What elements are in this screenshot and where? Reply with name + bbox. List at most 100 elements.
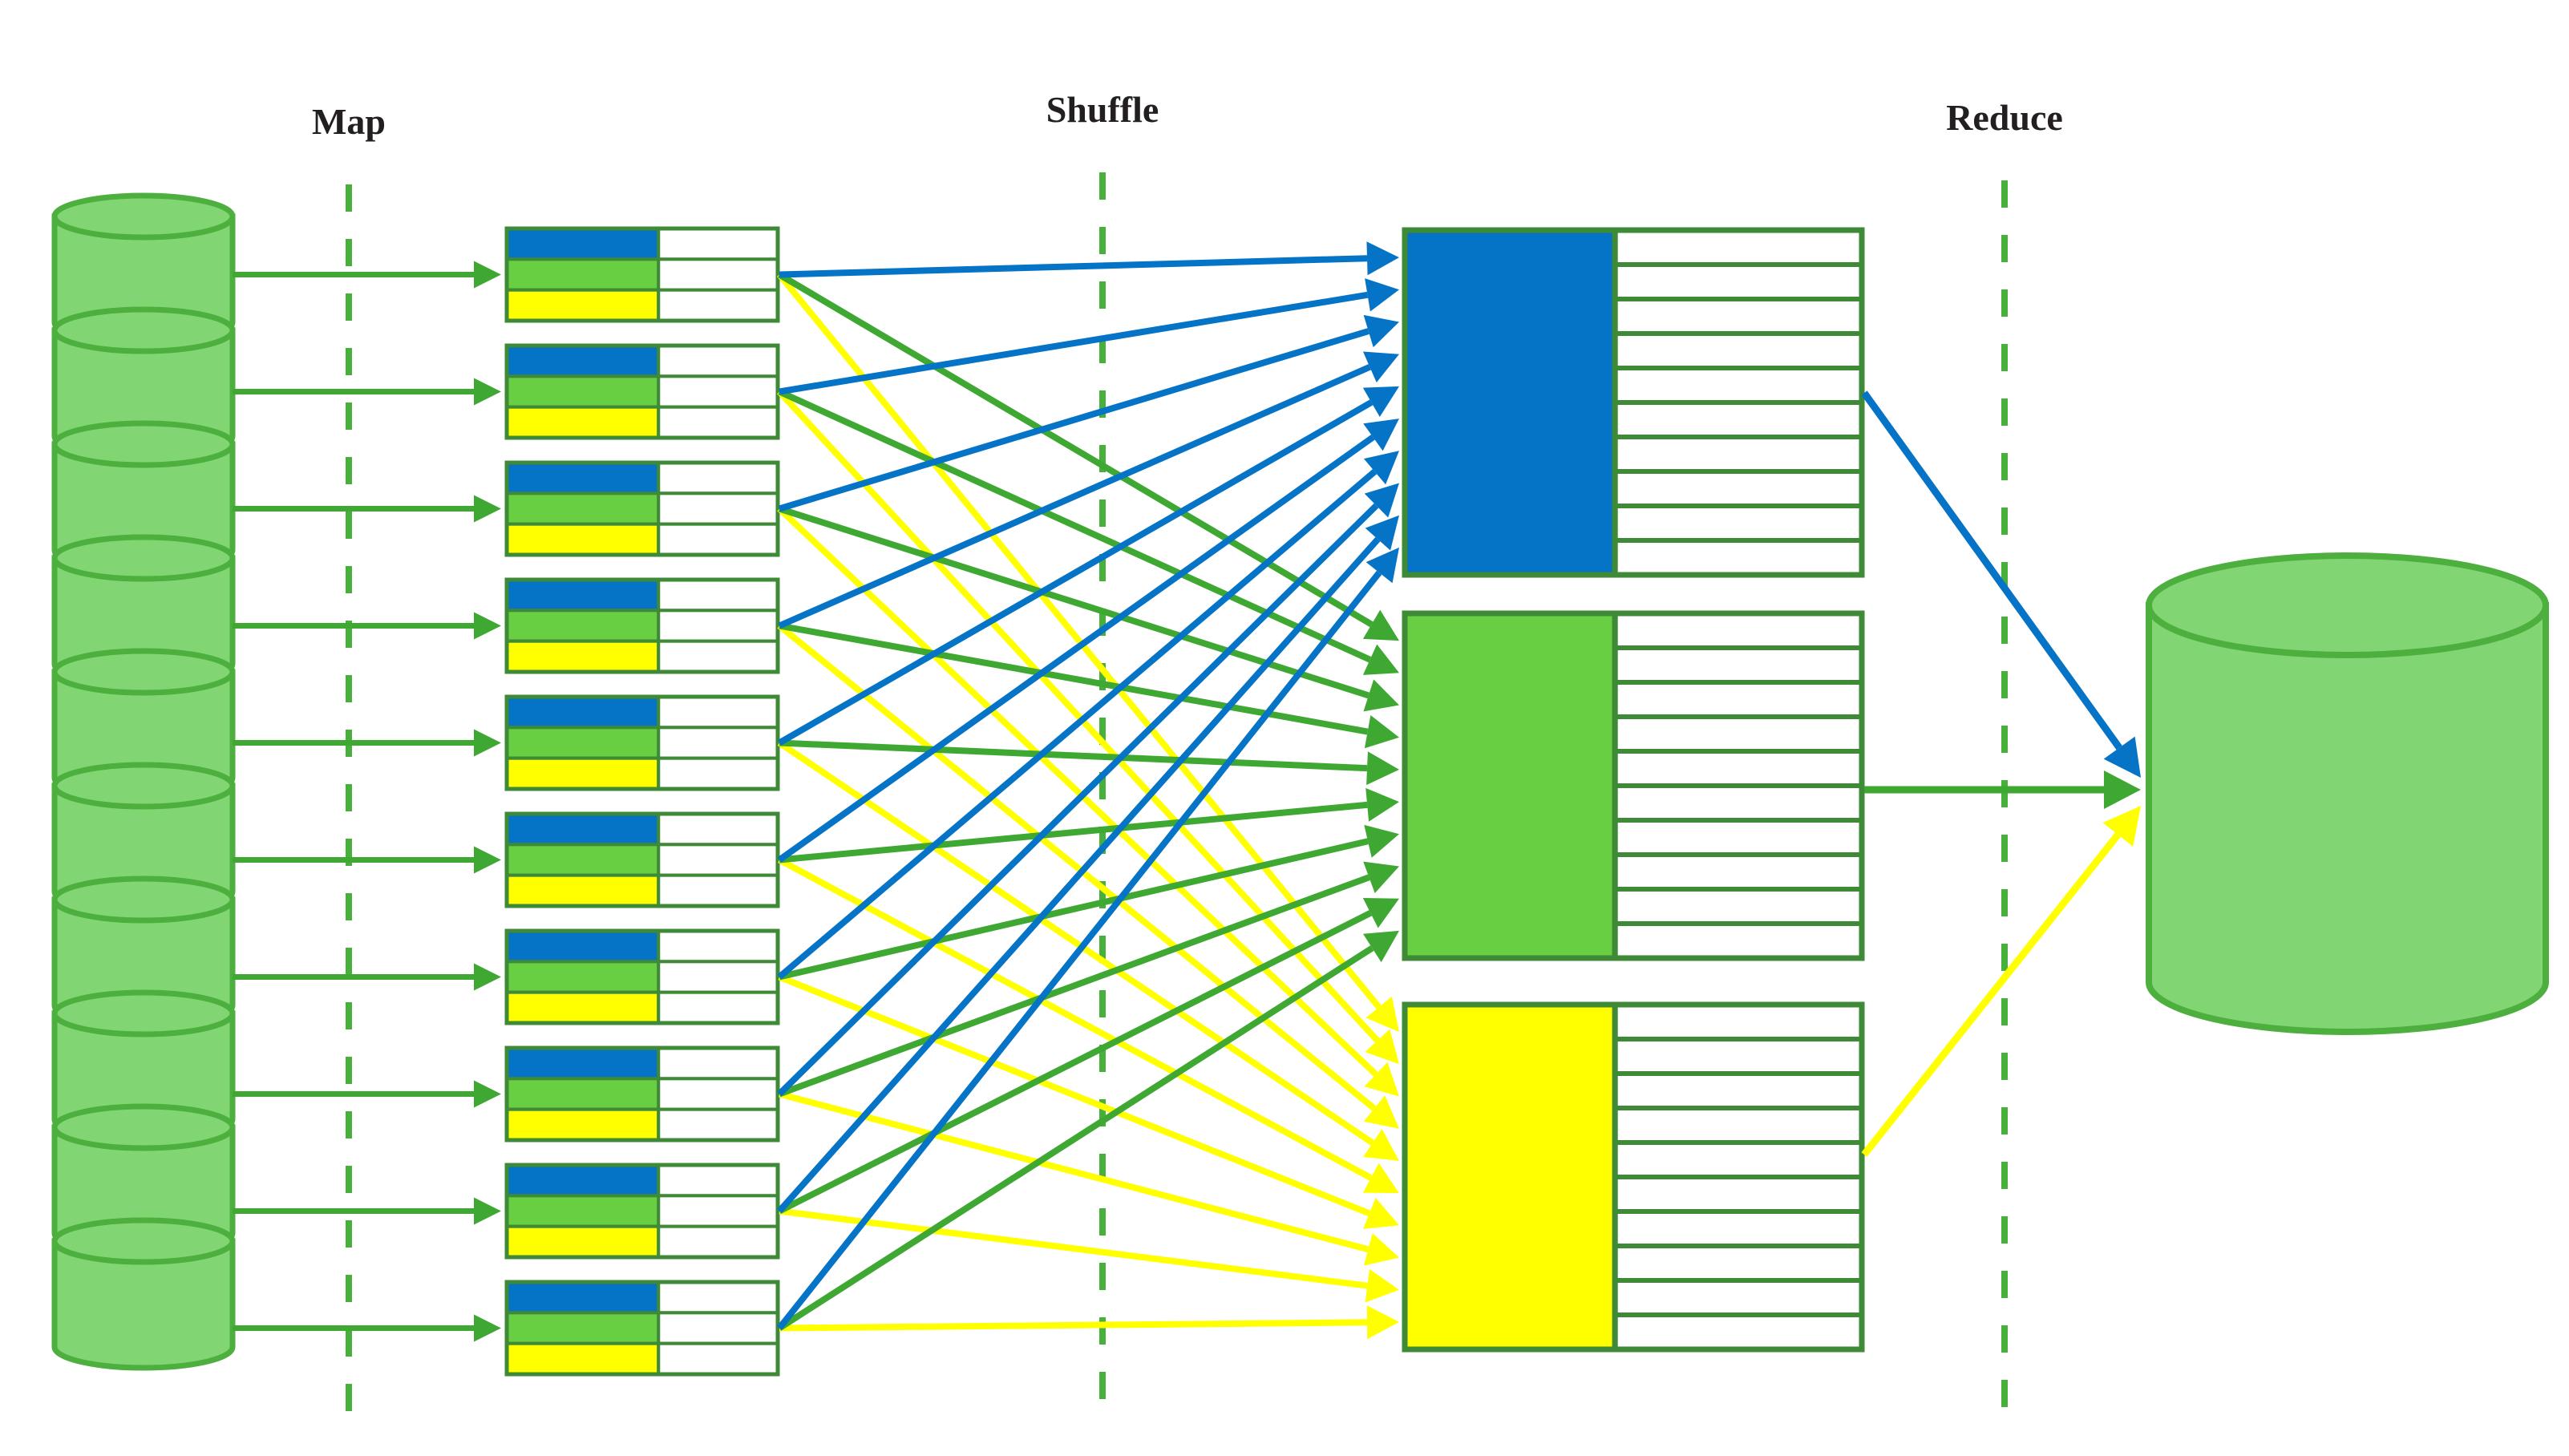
map-cell-key-2	[505, 257, 661, 292]
map-block-outline	[504, 928, 780, 1025]
shuffle-arrow-yellow-1-head	[1365, 996, 1399, 1033]
shuffle-arrow-blue-7-head	[1363, 451, 1399, 485]
map-cell-value-1	[657, 344, 780, 378]
map-block-5[interactable]	[504, 694, 780, 791]
map-cell-key-3	[505, 639, 661, 674]
input-arrow-10-head	[474, 1314, 501, 1342]
cylinder-top-ellipse	[51, 420, 236, 468]
reduce-key-panel	[1402, 610, 1618, 961]
shuffle-arrow-blue-5-head	[1362, 386, 1399, 418]
map-cell-key-1	[505, 578, 661, 613]
map-block-2[interactable]	[504, 343, 780, 440]
phase-label-reduce: Reduce	[1946, 97, 2063, 138]
shuffle-arrow-blue-6-line	[777, 435, 1375, 863]
cylinder-top-ellipse	[51, 1217, 236, 1265]
reduce-output-arrows	[1861, 390, 2141, 1157]
shuffle-arrow-green-8-line	[778, 874, 1370, 1098]
output-cylinder-body	[2146, 602, 2549, 1035]
map-cell-value-2	[657, 374, 780, 409]
map-block-outline	[504, 577, 780, 674]
map-block-outline	[504, 811, 780, 908]
map-block-8[interactable]	[504, 1045, 780, 1143]
map-cell-value-2	[657, 960, 780, 994]
reduce-block-blue[interactable]	[1402, 227, 1865, 578]
reduce-block-yellow[interactable]	[1402, 1001, 1865, 1353]
map-cell-value-1	[657, 578, 780, 613]
map-cell-value-1	[657, 227, 780, 261]
reduce-block-green[interactable]	[1402, 610, 1865, 961]
map-block-4[interactable]	[504, 577, 780, 674]
shuffle-arrow-green-1-head	[1362, 609, 1399, 641]
map-cell-value-2	[657, 843, 780, 877]
map-cell-value-2	[657, 1077, 780, 1111]
input-cylinder-10	[51, 1217, 236, 1371]
shuffle-arrow-yellow-6-head	[1362, 1163, 1399, 1194]
shuffle-arrow-blue-8-head	[1364, 483, 1399, 518]
map-cell-key-3	[505, 1224, 661, 1259]
input-arrow-5-head	[474, 729, 501, 757]
output-data-store	[2146, 552, 2549, 1035]
map-block-6[interactable]	[504, 811, 780, 908]
map-cell-value-3	[657, 639, 780, 674]
shuffle-arrow-blue-5-line	[778, 399, 1374, 746]
shuffle-arrow-yellow-2-head	[1365, 1029, 1399, 1065]
map-block-10[interactable]	[504, 1280, 780, 1377]
cylinder-top-ellipse	[51, 306, 236, 354]
shuffle-arrow-green-5-head	[1366, 751, 1399, 786]
cylinder-top-ellipse	[51, 534, 236, 582]
map-cell-key-1	[505, 695, 661, 730]
shuffle-arrow-blue-1-line	[779, 255, 1368, 278]
shuffle-arrow-blue-4-line	[778, 364, 1371, 629]
input-arrow-4-head	[474, 612, 501, 640]
map-cell-key-3	[505, 405, 661, 439]
shuffle-arrow-yellow-10-line	[779, 1319, 1368, 1332]
cylinder-top-ellipse	[51, 762, 236, 810]
shuffle-arrow-yellow-2-line	[777, 389, 1380, 1043]
map-block-1[interactable]	[504, 226, 780, 323]
map-cell-key-2	[505, 609, 661, 643]
map-cell-key-1	[505, 1046, 661, 1081]
shuffle-arrow-green-2-head	[1362, 644, 1399, 675]
shuffle-arrow-green-7-line	[779, 838, 1369, 981]
map-cell-key-2	[505, 1311, 661, 1345]
map-cell-key-2	[505, 1077, 661, 1111]
map-cell-key-2	[505, 491, 661, 526]
map-cell-value-2	[657, 257, 780, 292]
map-cell-key-1	[505, 227, 661, 261]
shuffle-arrow-green-10-head	[1362, 930, 1399, 963]
shuffle-arrow-green-3-head	[1363, 679, 1399, 712]
map-cell-value-2	[657, 491, 780, 526]
shuffle-arrow-yellow-8-line	[778, 1090, 1369, 1253]
shuffle-arrow-green-4-head	[1364, 714, 1399, 749]
reduce-out-blue-head	[2103, 736, 2141, 778]
shuffle-arrow-blue-3-line	[778, 328, 1369, 512]
cylinder-top-ellipse	[51, 1103, 236, 1151]
map-cell-value-3	[657, 288, 780, 322]
shuffle-arrows	[776, 241, 1399, 1340]
shuffle-arrow-green-1-line	[777, 272, 1374, 628]
cylinder-top-ellipse	[51, 192, 236, 241]
map-cell-key-1	[505, 1163, 661, 1198]
shuffle-arrow-yellow-4-head	[1363, 1095, 1399, 1129]
shuffle-arrow-blue-2-head	[1365, 278, 1399, 312]
map-block-outline	[504, 460, 780, 557]
shuffle-arrow-yellow-4-line	[777, 623, 1377, 1111]
map-block-3[interactable]	[504, 460, 780, 557]
map-cell-value-3	[657, 405, 780, 439]
shuffle-arrow-green-6-head	[1365, 787, 1399, 822]
map-block-outline	[504, 1163, 780, 1260]
shuffle-arrow-green-2-line	[778, 388, 1372, 663]
reduce-out-green-head	[2104, 770, 2141, 809]
shuffle-arrow-yellow-5-head	[1363, 1129, 1399, 1161]
map-cell-key-2	[505, 374, 661, 409]
shuffle-arrow-yellow-7-head	[1363, 1197, 1399, 1229]
map-cell-value-1	[657, 461, 780, 495]
map-cell-value-1	[657, 1163, 780, 1198]
shuffle-arrow-yellow-7-line	[778, 973, 1371, 1217]
shuffle-arrows-blue	[776, 241, 1399, 1330]
map-block-9[interactable]	[504, 1163, 780, 1260]
map-block-7[interactable]	[504, 928, 780, 1025]
shuffle-arrow-yellow-3-head	[1364, 1062, 1399, 1097]
